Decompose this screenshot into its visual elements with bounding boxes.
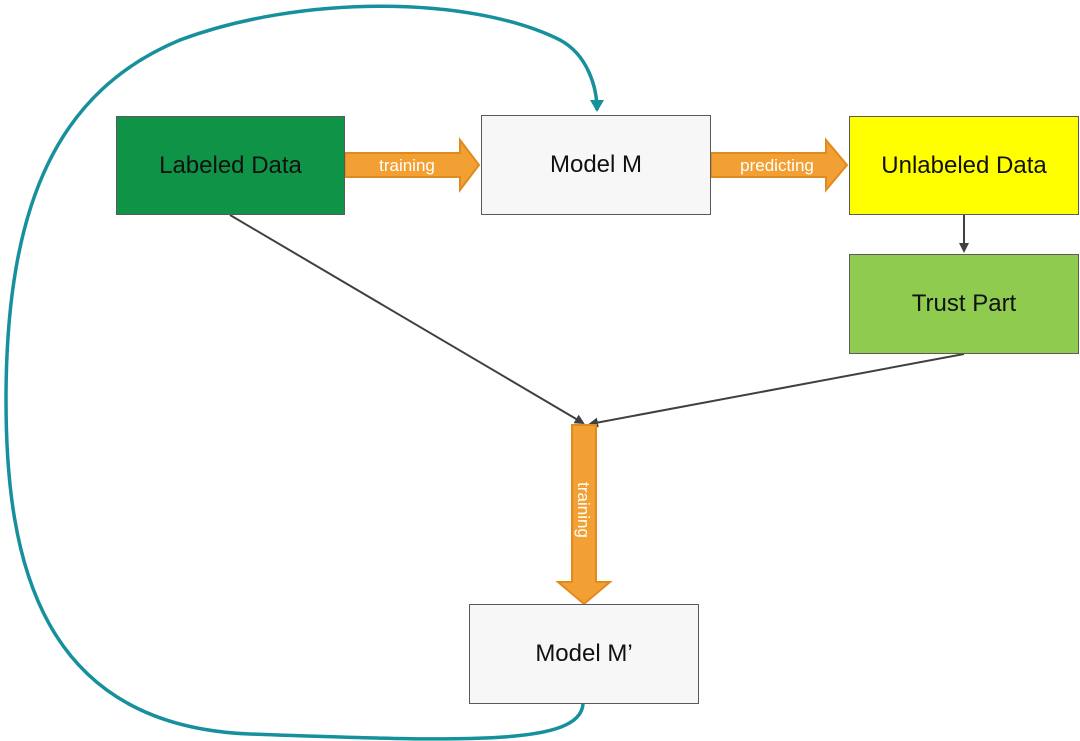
model-m-prime-box: Model M’ — [469, 604, 699, 704]
unlabeled-data-label: Unlabeled Data — [881, 151, 1047, 179]
labeled-to-merge-arrow — [229, 214, 585, 425]
predicting-label: predicting — [740, 156, 814, 175]
training-block-arrow-top — [344, 137, 481, 193]
unlabeled-data-box: Unlabeled Data — [849, 116, 1079, 215]
model-m-box: Model M — [481, 115, 711, 215]
feedback-loop-arrow — [4, 4, 604, 741]
predicting-block-arrow — [710, 137, 849, 193]
labeled-data-label: Labeled Data — [159, 151, 302, 179]
trust-part-box: Trust Part — [849, 254, 1079, 354]
training-block-arrow-bottom — [555, 424, 613, 606]
training-label-bottom: training — [574, 482, 593, 538]
training-label-top: training — [379, 156, 435, 175]
trust-to-merge-arrow — [588, 353, 965, 428]
model-m-prime-label: Model M’ — [535, 640, 633, 667]
trust-part-label: Trust Part — [911, 290, 1017, 317]
model-m-label: Model M — [549, 151, 643, 178]
labeled-data-box: Labeled Data — [116, 116, 345, 215]
